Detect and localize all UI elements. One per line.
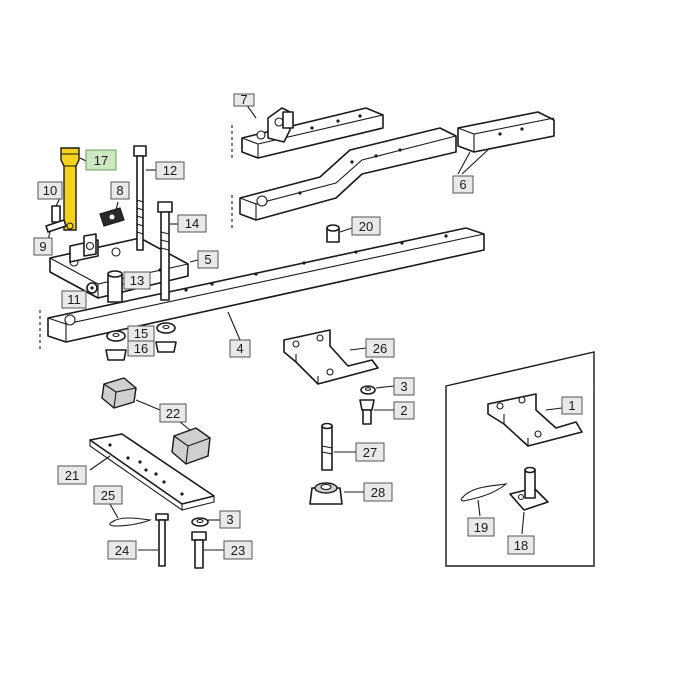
callout-21: 21 bbox=[57, 465, 87, 485]
part-8-plate[interactable] bbox=[99, 201, 125, 227]
svg-text:1: 1 bbox=[568, 398, 575, 413]
callout-22: 22 bbox=[159, 403, 187, 423]
callout-15: 15 bbox=[127, 325, 155, 342]
callout-7: 7 bbox=[233, 92, 255, 107]
part-4-main-drawbar[interactable] bbox=[39, 227, 485, 350]
svg-text:13: 13 bbox=[130, 273, 144, 288]
callout-26: 26 bbox=[365, 338, 395, 358]
callout-8: 8 bbox=[110, 181, 130, 200]
svg-text:25: 25 bbox=[101, 488, 115, 503]
svg-text:3: 3 bbox=[226, 512, 233, 527]
callout-19: 19 bbox=[467, 517, 495, 537]
svg-text:21: 21 bbox=[65, 468, 79, 483]
svg-text:11: 11 bbox=[67, 292, 81, 307]
part-7-bracket[interactable] bbox=[231, 103, 384, 160]
svg-text:27: 27 bbox=[363, 445, 377, 460]
svg-text:28: 28 bbox=[371, 485, 385, 500]
svg-text:17: 17 bbox=[94, 153, 108, 168]
part-2-stud[interactable] bbox=[359, 399, 394, 425]
svg-text:20: 20 bbox=[359, 219, 373, 234]
svg-text:6: 6 bbox=[459, 177, 466, 192]
callout-16: 16 bbox=[127, 340, 155, 357]
svg-text:10: 10 bbox=[43, 183, 57, 198]
part-19-clip[interactable] bbox=[460, 483, 508, 517]
svg-text:7: 7 bbox=[240, 92, 247, 107]
callout-5: 5 bbox=[197, 250, 219, 269]
part-21-plate[interactable] bbox=[89, 433, 215, 512]
callout-11: 11 bbox=[61, 290, 87, 309]
part-16-nut[interactable] bbox=[105, 341, 177, 361]
svg-text:2: 2 bbox=[400, 403, 407, 418]
part-27-stud[interactable] bbox=[321, 422, 356, 471]
part-28-nut[interactable] bbox=[309, 482, 364, 505]
svg-text:3: 3 bbox=[400, 379, 407, 394]
svg-text:8: 8 bbox=[116, 183, 123, 198]
part-15-nut[interactable] bbox=[106, 322, 176, 342]
part-23-bolt[interactable] bbox=[191, 531, 224, 569]
callout-4: 4 bbox=[229, 339, 251, 358]
callout-18: 18 bbox=[507, 535, 535, 555]
callout-23: 23 bbox=[223, 540, 253, 560]
svg-text:22: 22 bbox=[166, 406, 180, 421]
callout-20: 20 bbox=[351, 216, 381, 236]
svg-text:16: 16 bbox=[134, 341, 148, 356]
callout-12: 12 bbox=[155, 161, 185, 180]
part-22-wear-pad[interactable] bbox=[101, 377, 211, 465]
inset-panel bbox=[445, 351, 595, 567]
svg-text:19: 19 bbox=[474, 520, 488, 535]
part-12-bolt[interactable] bbox=[133, 145, 156, 251]
callout-14: 14 bbox=[177, 214, 207, 233]
callout-28: 28 bbox=[363, 482, 393, 502]
part-24-pin[interactable] bbox=[138, 513, 169, 567]
part-17-hitch-pin[interactable] bbox=[60, 147, 89, 231]
svg-text:5: 5 bbox=[204, 252, 211, 267]
svg-text:26: 26 bbox=[373, 341, 387, 356]
callout-3-b: 3 bbox=[219, 510, 241, 529]
part-26-bracket[interactable] bbox=[283, 329, 379, 385]
callout-2: 2 bbox=[393, 401, 415, 420]
callout-6: 6 bbox=[452, 175, 474, 194]
callout-24: 24 bbox=[107, 540, 137, 560]
part-10-bolt[interactable] bbox=[51, 197, 61, 223]
part-1-bracket[interactable] bbox=[487, 393, 583, 447]
svg-text:12: 12 bbox=[163, 163, 177, 178]
svg-text:24: 24 bbox=[115, 543, 129, 558]
callout-1: 1 bbox=[561, 396, 583, 415]
part-3-washer-a[interactable] bbox=[360, 385, 395, 395]
callout-13: 13 bbox=[123, 271, 151, 290]
callout-25: 25 bbox=[93, 485, 123, 505]
callout-9: 9 bbox=[33, 237, 53, 256]
callout-3-a: 3 bbox=[393, 377, 415, 396]
svg-text:23: 23 bbox=[231, 543, 245, 558]
part-14-bolt[interactable] bbox=[157, 201, 180, 301]
svg-text:9: 9 bbox=[39, 239, 46, 254]
callout-27: 27 bbox=[355, 442, 385, 462]
part-18-pin-assembly[interactable] bbox=[509, 466, 549, 535]
svg-text:14: 14 bbox=[185, 216, 199, 231]
part-5-clevis-plate[interactable] bbox=[49, 233, 199, 299]
callout-17: 17 bbox=[85, 149, 117, 171]
svg-text:4: 4 bbox=[236, 341, 243, 356]
part-25-clip[interactable] bbox=[109, 503, 153, 527]
part-6-offset-bar[interactable] bbox=[231, 111, 555, 230]
part-9-pin[interactable] bbox=[45, 219, 67, 241]
part-20-bushing[interactable] bbox=[326, 224, 353, 243]
callout-10: 10 bbox=[37, 181, 63, 200]
svg-text:15: 15 bbox=[134, 326, 148, 341]
part-3-washer-b[interactable] bbox=[191, 517, 220, 527]
svg-text:18: 18 bbox=[514, 538, 528, 553]
